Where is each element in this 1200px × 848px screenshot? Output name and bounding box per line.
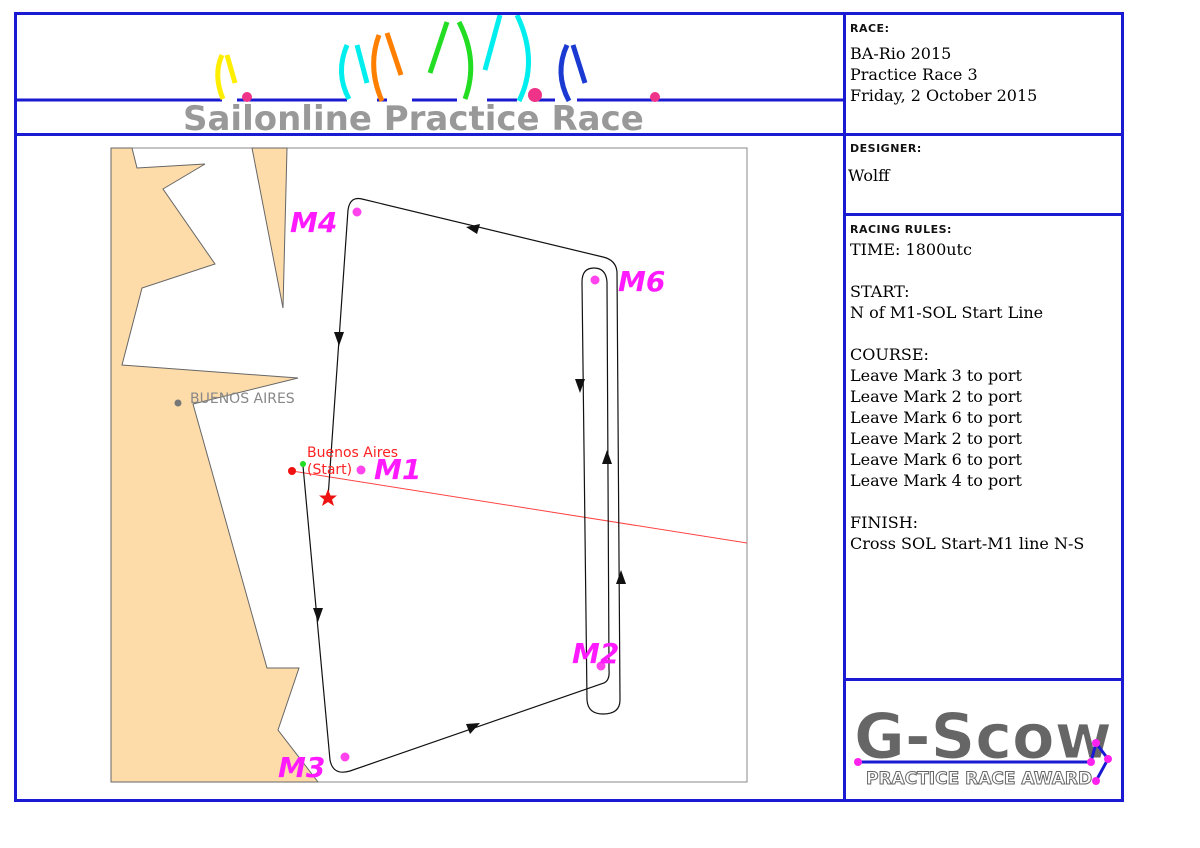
- mark-m6: [590, 275, 600, 285]
- race-label: RACE:: [850, 22, 890, 35]
- mark-m4: [352, 207, 362, 217]
- race-name: BA-Rio 2015: [850, 44, 952, 63]
- rules-line: Cross SOL Start-M1 line N-S: [850, 534, 1085, 553]
- designer-label: DESIGNER:: [850, 142, 922, 155]
- mark-m1-label: M1: [374, 453, 421, 486]
- start-label-sub: (Start): [307, 462, 352, 478]
- race-date: Friday, 2 October 2015: [850, 86, 1038, 105]
- sailonline-logo: Sailonline Practice Race: [17, 15, 843, 133]
- route-arrows: [313, 224, 626, 734]
- city-label: BUENOS AIRES: [190, 391, 295, 407]
- start-pin: [288, 467, 296, 475]
- header-divider: [14, 133, 1124, 136]
- mark-m6-label: M6: [618, 265, 665, 298]
- rules-line: Leave Mark 2 to port: [850, 387, 1022, 406]
- start-label: Buenos Aires: [307, 445, 398, 461]
- rules-line: Leave Mark 2 to port: [850, 429, 1022, 448]
- start-line: [291, 470, 748, 544]
- mark-m2: [596, 661, 606, 671]
- rules-divider: [843, 678, 1124, 681]
- rules-line: Leave Mark 6 to port: [850, 408, 1022, 427]
- designer-name: Wolff: [848, 166, 890, 185]
- rules-line: FINISH:: [850, 513, 919, 532]
- gscow-award-logo: G-Scow PRACTICE RACE AWARD: [854, 700, 1113, 790]
- city-dot: [174, 399, 182, 407]
- race-subtitle: Practice Race 3: [850, 65, 978, 84]
- start-boat: [300, 461, 306, 467]
- rules-line: Leave Mark 4 to port: [850, 471, 1022, 490]
- course-map: BUENOS AIRES Buenos Aires (Start) M1 M2 …: [110, 147, 748, 784]
- rules-line: Leave Mark 3 to port: [850, 366, 1022, 385]
- logo-text: Sailonline Practice Race: [183, 99, 644, 133]
- designer-divider: [843, 213, 1124, 216]
- rules-line: START:: [850, 282, 910, 301]
- column-divider: [843, 12, 846, 802]
- mark-m3: [340, 752, 350, 762]
- course-route: [302, 197, 621, 773]
- mark-m3-label: M3: [278, 751, 325, 784]
- rules-line: TIME: 1800utc: [850, 240, 972, 259]
- rules-line: [850, 260, 1084, 281]
- mark-m2-label: M2: [572, 637, 619, 670]
- land-mainland: [110, 147, 320, 783]
- mark-m4-label: M4: [290, 206, 337, 239]
- finish-star-icon: [319, 489, 337, 506]
- rules-line: [850, 323, 1084, 344]
- rules-label: RACING RULES:: [850, 223, 952, 236]
- award-subtitle: PRACTICE RACE AWARD: [866, 769, 1092, 789]
- rules-line: COURSE:: [850, 345, 929, 364]
- rules-line: [850, 491, 1084, 512]
- rules-line: N of M1-SOL Start Line: [850, 303, 1044, 322]
- land-peninsula: [251, 147, 288, 309]
- rules-line: Leave Mark 6 to port: [850, 450, 1022, 469]
- page-frame: [14, 12, 1124, 802]
- mark-m1: [356, 465, 366, 475]
